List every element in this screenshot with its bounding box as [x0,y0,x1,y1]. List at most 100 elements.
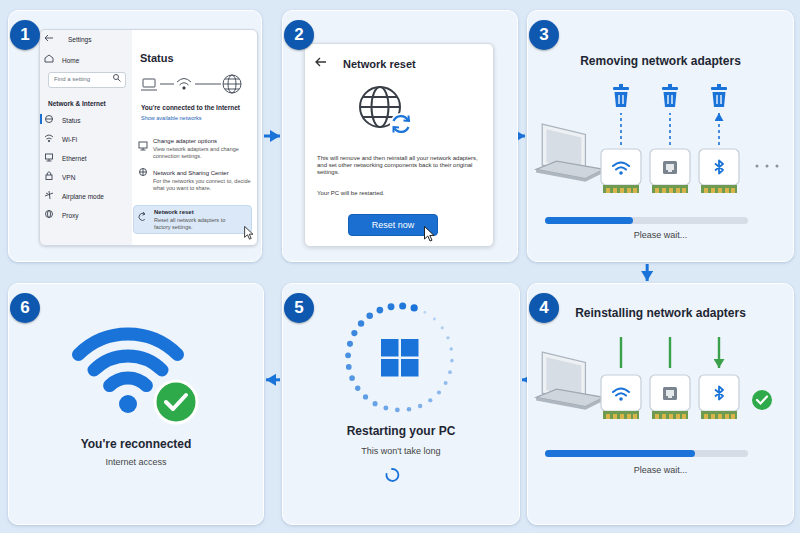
option-title: Network and Sharing Center [153,170,229,177]
step-title: Reinstalling network adapters [528,306,793,320]
step-number: 3 [529,20,559,50]
reconnected-illustration [166,395,186,409]
search-box: Find a setting [48,72,126,88]
settings-window-icons [46,211,53,218]
step-panel: 5Restarting your PCThis won't take long [282,283,520,525]
dialog-icons [390,113,412,135]
settings-window-icons [139,213,145,220]
flow-arrow [522,378,525,381]
loading-dot [383,406,388,411]
removing-adapters-illustration [715,161,723,174]
dialog-icons [316,58,326,66]
step-panel: 3Removing network adaptersPlease wait... [527,10,794,262]
settings-window-icons [160,84,174,85]
nav-heading: Network & Internet [48,100,106,108]
removing-adapters-illustration [776,165,779,168]
reconnected-illustration [79,334,198,423]
nav-item: Ethernet [62,155,87,163]
removing-adapters-illustration [766,165,769,168]
loading-dot [377,307,384,314]
status-text: Internet access [9,457,263,468]
removing-adapters-illustration [756,165,759,168]
flow-arrow [646,264,649,281]
option-title: Change adapter options [153,138,217,145]
nav-item: Wi-Fi [62,136,77,144]
globe-icon [372,87,389,127]
reconnected-illustration [155,381,197,423]
option-title: Network reset [154,209,194,216]
flow-arrow [264,135,280,138]
page-heading: Status [140,52,174,65]
window-title: Settings [68,36,92,44]
settings-window-icons [223,75,241,93]
step-number: 4 [529,293,559,323]
restart-illustration [381,339,399,357]
reinstalling-adapters-illustration [536,337,772,457]
mouse-cursor [425,227,435,242]
settings-window-icons [48,211,51,218]
removing-adapters-illustration [711,84,727,107]
loading-dot [411,304,418,311]
dialog-box: Network resetThis will remove and then r… [304,43,494,247]
settings-window-icons [46,116,53,123]
removing-adapters-illustration [545,217,748,224]
step-title: You're reconnected [9,437,263,451]
removing-adapters-illustration [536,124,604,182]
settings-window-icons [47,159,52,161]
button-label: Reset now [349,220,437,231]
reinstalling-adapters-illustration [699,375,739,419]
status-text: Please wait... [528,230,793,241]
dialog-note: Your PC will be restarted. [317,190,384,197]
settings-window-icons [40,35,241,220]
removing-adapters-illustration [662,84,678,107]
loading-dot [349,375,355,381]
settings-window-icons [46,175,52,180]
reinstalling-adapters-illustration [715,387,723,400]
loading-dot [346,364,352,370]
option-description: For the networks you connect to, decide … [153,178,253,191]
settings-window-icons [45,55,53,62]
settings-window-icons [140,169,147,176]
loading-dot [433,318,436,321]
reinstalling-adapters-illustration [650,375,690,419]
loading-dot [351,330,357,336]
nav-item: Proxy [62,212,79,220]
settings-window-icons [228,75,236,93]
step-title: Removing network adapters [528,54,793,68]
restart-illustration [345,303,454,481]
settings-window-icons [45,191,53,199]
globe-icon [360,87,400,127]
nav-item: Home [62,57,79,65]
reinstalling-adapters-illustration [757,397,767,404]
removing-adapters-illustration [621,113,719,145]
reinstalling-adapters-illustration [621,337,719,368]
option-description: View network adapters and change connect… [153,146,253,159]
settings-window-icons [47,172,50,175]
settings-window-icons [45,35,53,41]
status-text: You're connected to the Internet [141,104,240,112]
loading-dot [395,408,400,413]
settings-window-icons [46,119,53,120]
status-text: This won't take long [283,446,519,457]
dialog-icons [316,58,412,135]
settings-window-icons [139,142,147,148]
restart-illustration [381,359,399,377]
loading-dot [424,311,427,314]
reinstalling-adapters-illustration [545,450,695,457]
step-number: 6 [10,293,40,323]
removing-adapters-illustration [545,217,633,224]
step-title: Restarting your PC [283,424,519,438]
removing-adapters-illustration [613,84,629,107]
loading-dot [355,386,360,391]
option-description: Reset all network adapters to factory se… [154,217,239,230]
loading-dot [428,398,432,402]
settings-window-icons [118,79,121,82]
loading-dot [449,347,452,350]
globe-icon [360,87,400,127]
settings-window-icons [141,90,157,91]
step-number: 1 [10,20,40,50]
loading-dot [358,320,364,326]
settings-window-icons [141,148,146,150]
dialog-icons [394,116,409,132]
